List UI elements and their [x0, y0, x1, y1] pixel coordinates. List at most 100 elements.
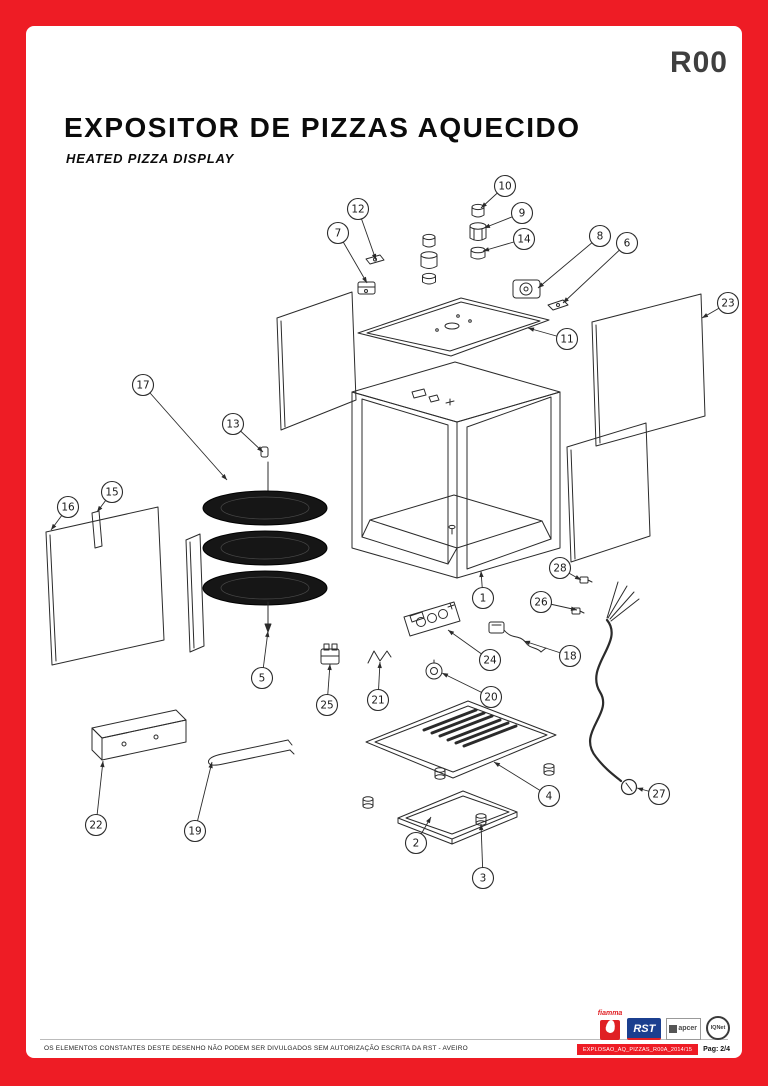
switch-part	[357, 281, 376, 295]
leader-arrow	[538, 282, 545, 288]
balloon-25: 25	[315, 663, 339, 717]
balloon-number: 22	[89, 820, 102, 832]
leader-arrow	[208, 762, 213, 769]
fiamma-logo: fiamma	[597, 1010, 623, 1040]
sheet-background	[26, 26, 742, 1058]
balloon-number: 12	[351, 204, 364, 216]
apcer-logo: apcer	[666, 1018, 701, 1040]
balloon-number: 11	[560, 334, 573, 346]
leader-arrow	[362, 276, 367, 283]
footer-block: fiamma RST apcer IQNet EXPLOSAO_AQ_PIZZA…	[540, 1006, 730, 1055]
certification-logos: fiamma RST apcer IQNet	[540, 1006, 730, 1040]
balloon-17: 17	[131, 373, 228, 481]
balloon-number: 7	[335, 228, 342, 240]
balloon-number: 26	[534, 597, 548, 609]
balloon-number: 13	[226, 419, 239, 431]
leader-arrow	[221, 474, 227, 480]
balloon-number: 19	[188, 826, 201, 838]
apcer-icon	[669, 1025, 678, 1033]
leader-arrow	[100, 761, 105, 768]
balloon-number: 14	[517, 234, 531, 246]
balloon-16: 16	[50, 495, 80, 531]
balloon-26: 26	[529, 590, 578, 614]
balloon-number: 4	[546, 791, 553, 803]
leader-arrow	[448, 630, 455, 636]
balloon-number: 17	[136, 380, 149, 392]
page-title: EXPOSITOR DE PIZZAS AQUECIDO	[64, 112, 581, 143]
balloon-number: 9	[519, 208, 526, 220]
balloon-8: 8	[537, 224, 612, 289]
footer-disclaimer: OS ELEMENTOS CONSTANTES DESTE DESENHO NÃ…	[44, 1045, 468, 1052]
leader-arrow	[481, 202, 487, 208]
narrow-panel	[185, 533, 205, 653]
relay-part	[320, 643, 340, 665]
balloon-3: 3	[471, 823, 495, 890]
balloon-20: 20	[441, 672, 503, 709]
leader-arrow	[265, 631, 270, 638]
spring-clip	[367, 650, 392, 664]
balloon-21: 21	[366, 661, 390, 712]
fiamma-logo-box	[600, 1019, 621, 1040]
title-block: EXPOSITOR DE PIZZAS AQUECIDO HEATED PIZZ…	[64, 112, 581, 166]
leader-arrow	[574, 575, 581, 580]
doc-reference: EXPLOSAO_AQ_PIZZAS_R00A_2014/15	[576, 1044, 699, 1055]
leader-arrow	[483, 247, 490, 252]
leader-arrow	[327, 664, 332, 671]
leader-arrow	[377, 662, 382, 669]
leader-arrow	[494, 762, 501, 768]
leader-arrow	[563, 297, 569, 303]
control-board	[403, 601, 461, 637]
balloon-11: 11	[527, 327, 579, 351]
balloon-18: 18	[523, 640, 582, 668]
balloon-27: 27	[636, 782, 671, 806]
balloon-number: 1	[480, 593, 487, 605]
motor-part	[512, 279, 541, 299]
leader-arrow	[479, 824, 484, 831]
balloon-number: 16	[61, 502, 75, 514]
iqnet-logo-text: IQNet	[706, 1016, 730, 1040]
pizza-tray-stack	[202, 446, 328, 633]
revision-label: R00	[669, 46, 728, 79]
leader-arrow	[524, 640, 531, 645]
balloon-number: 10	[498, 181, 511, 193]
balloon-number: 2	[413, 838, 420, 850]
left-front-glass-panel	[45, 506, 165, 666]
balloon-number: 15	[105, 487, 118, 499]
leader-arrow	[528, 327, 535, 332]
leader-arrow	[484, 223, 491, 228]
fiamma-logo-text: fiamma	[597, 1010, 623, 1017]
balloon-1: 1	[471, 570, 495, 610]
left-mid-glass-panel	[276, 291, 357, 431]
page-number: Pag: 2/4	[703, 1046, 730, 1053]
leader-arrow	[570, 606, 577, 611]
rst-logo: RST	[627, 1018, 662, 1040]
balloon-number: 18	[563, 651, 576, 663]
footer-divider	[40, 1039, 728, 1040]
balloon-2: 2	[404, 816, 432, 855]
balloon-number: 28	[553, 563, 566, 575]
vented-tray	[365, 700, 557, 779]
leader-arrow	[637, 787, 644, 792]
balloon-number: 5	[259, 673, 266, 685]
top-glass-shelf	[357, 297, 550, 357]
flame-icon	[604, 1019, 616, 1034]
balloon-number: 6	[624, 238, 631, 250]
leader-arrow	[97, 505, 103, 512]
leader-arrow	[51, 523, 57, 530]
balloon-24: 24	[447, 629, 502, 672]
balloon-number: 27	[652, 789, 665, 801]
balloon-number: 20	[484, 692, 497, 704]
rst-logo-text: RST	[627, 1018, 662, 1040]
balloon-15: 15	[96, 480, 124, 513]
power-cord	[589, 581, 640, 796]
balloon-7: 7	[326, 221, 368, 284]
balloon-number: 25	[320, 700, 333, 712]
bottom-tray	[397, 790, 518, 845]
screw-parts	[571, 576, 593, 615]
balloon-13: 13	[221, 412, 264, 453]
balloon-number: 8	[597, 231, 604, 243]
balloon-28: 28	[548, 556, 582, 581]
document-reference-row: EXPLOSAO_AQ_PIZZAS_R00A_2014/15 Pag: 2/4	[540, 1044, 730, 1055]
heating-element	[208, 739, 295, 766]
